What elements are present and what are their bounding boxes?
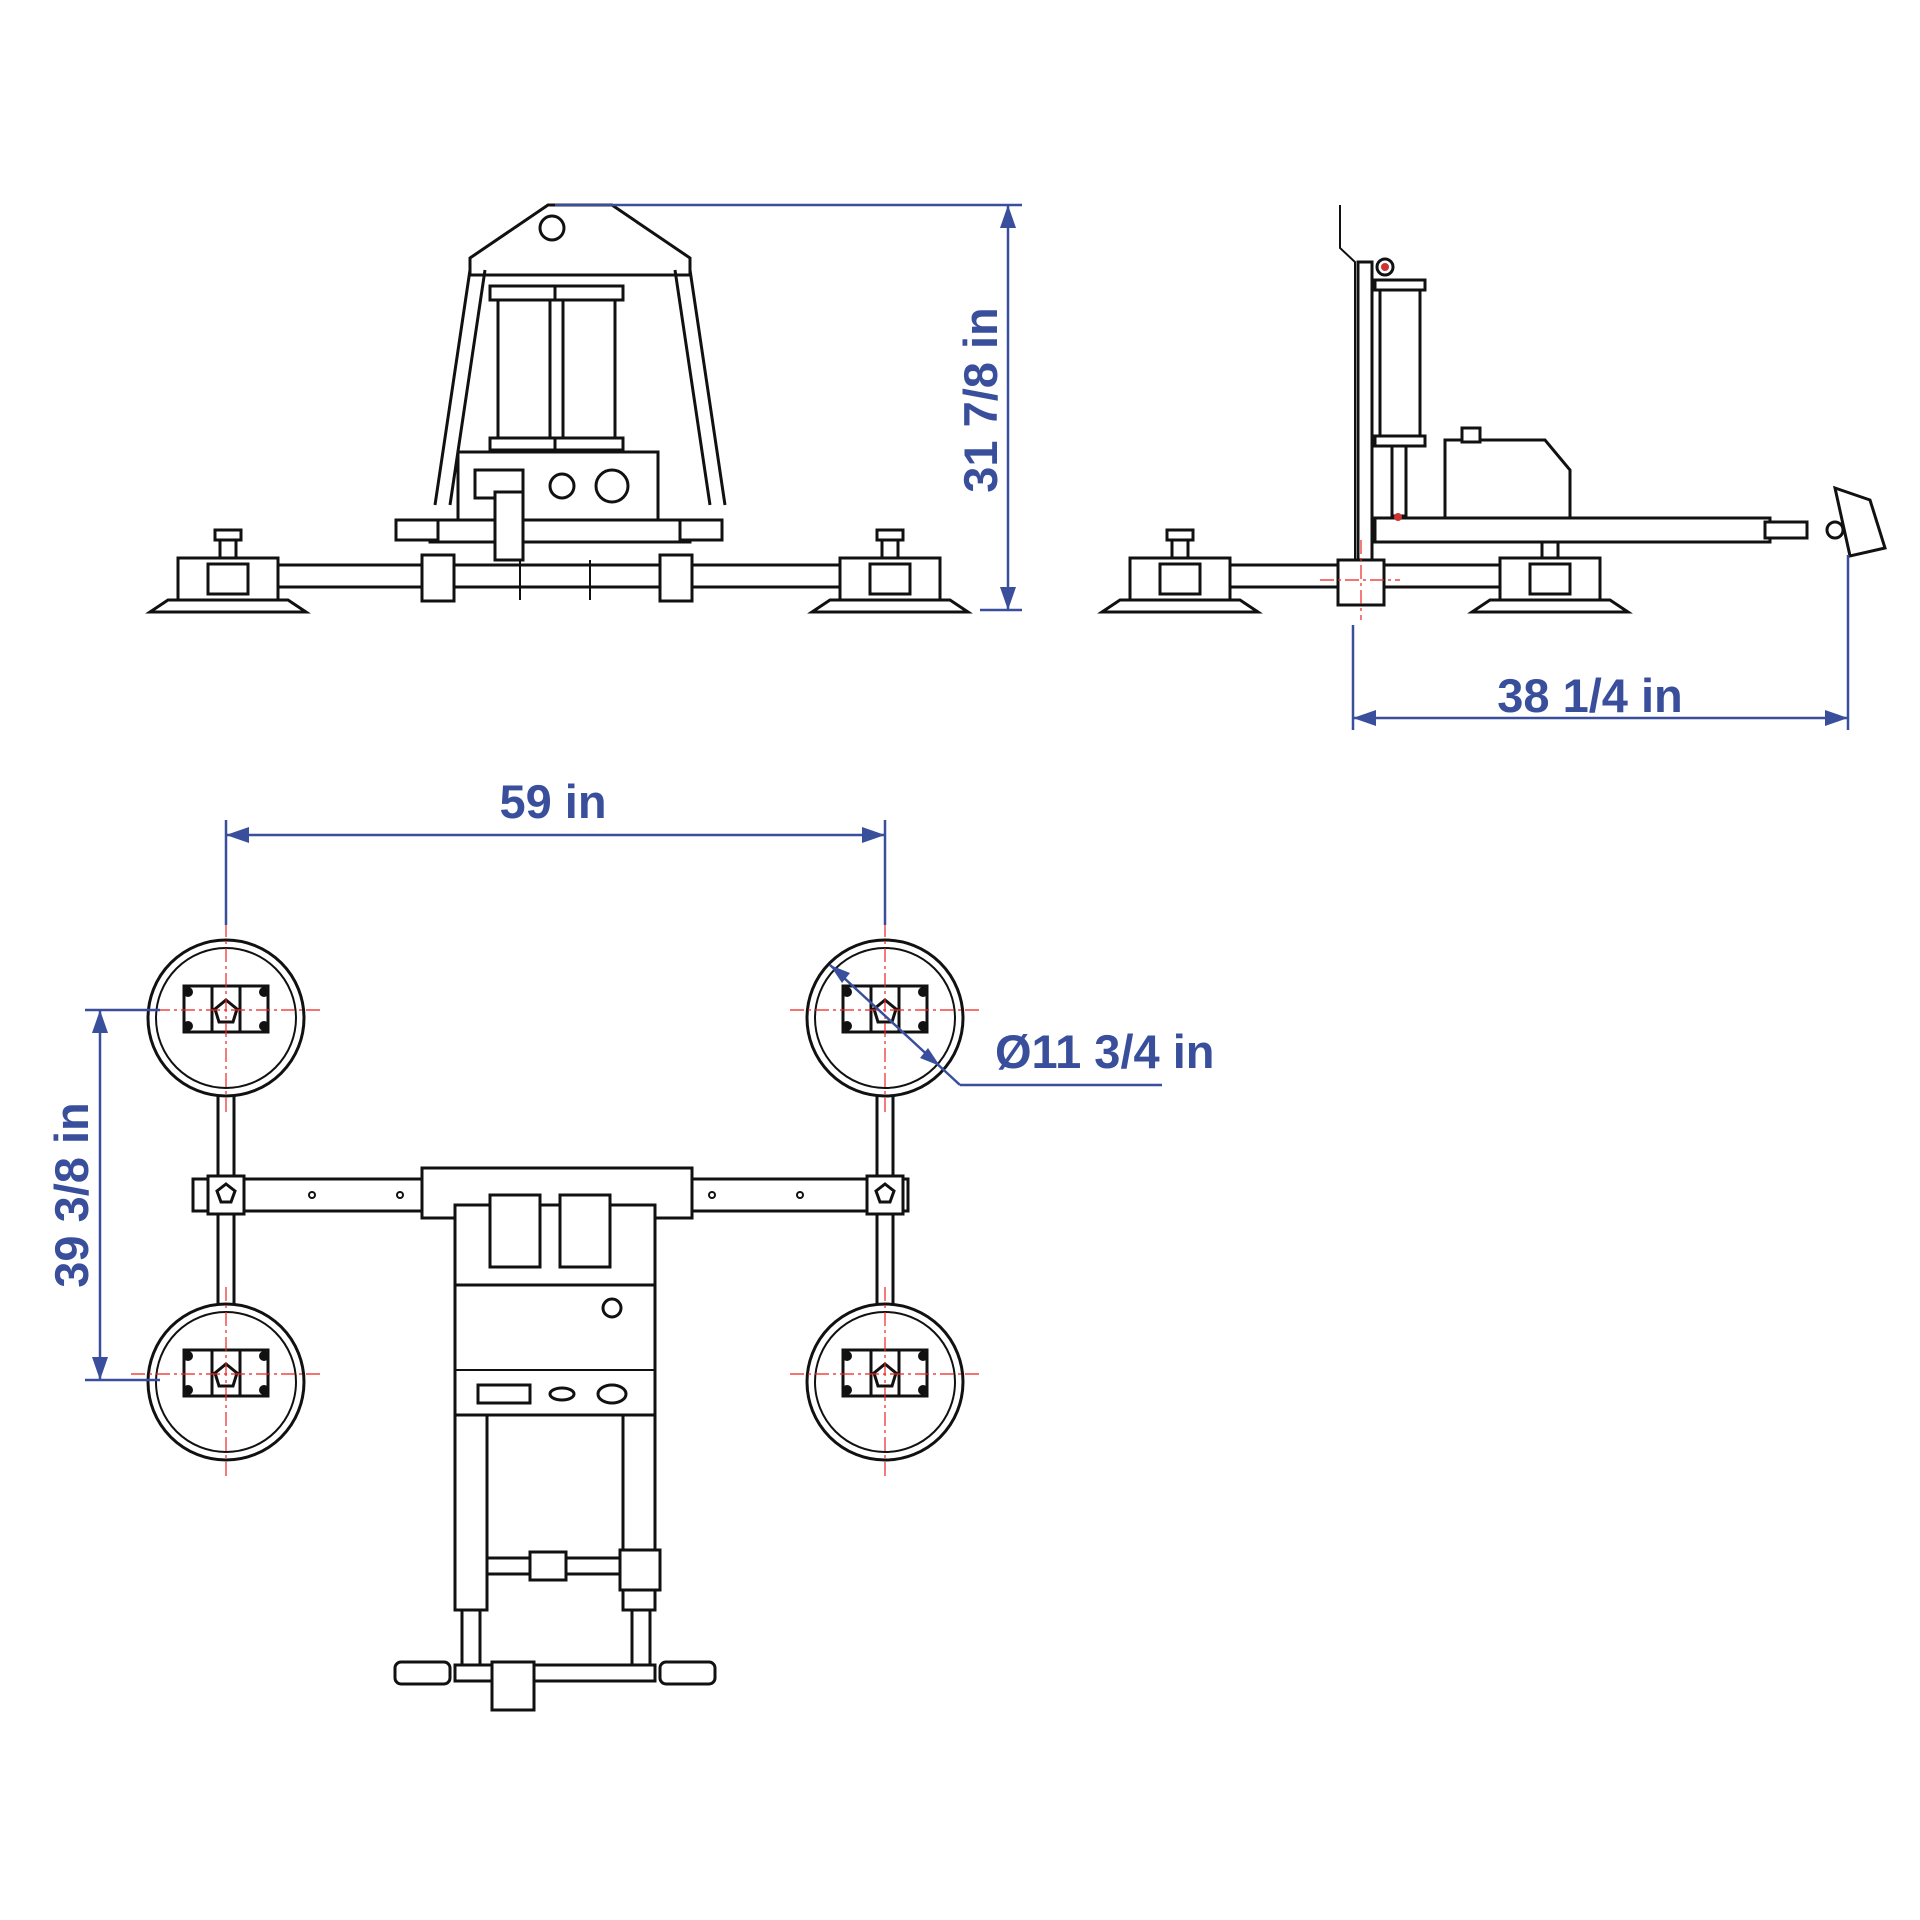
side-view xyxy=(1100,205,1887,620)
width-label: 59 in xyxy=(499,775,606,828)
dimension-height: 31 7/8 in xyxy=(555,203,1022,612)
pad-diameter-label: Ø11 3/4 in xyxy=(995,1025,1214,1078)
front-view xyxy=(148,203,970,614)
depth-label: 38 1/4 in xyxy=(1497,669,1683,722)
dimension-length: 39 3/8 in xyxy=(45,1008,160,1382)
dimension-pad-diameter: Ø11 3/4 in xyxy=(829,964,1214,1087)
dimension-depth: 38 1/4 in xyxy=(1351,555,1850,730)
top-view xyxy=(129,921,982,1712)
length-label: 39 3/8 in xyxy=(45,1102,98,1288)
height-label: 31 7/8 in xyxy=(954,307,1007,493)
dimension-width: 59 in xyxy=(224,775,887,925)
